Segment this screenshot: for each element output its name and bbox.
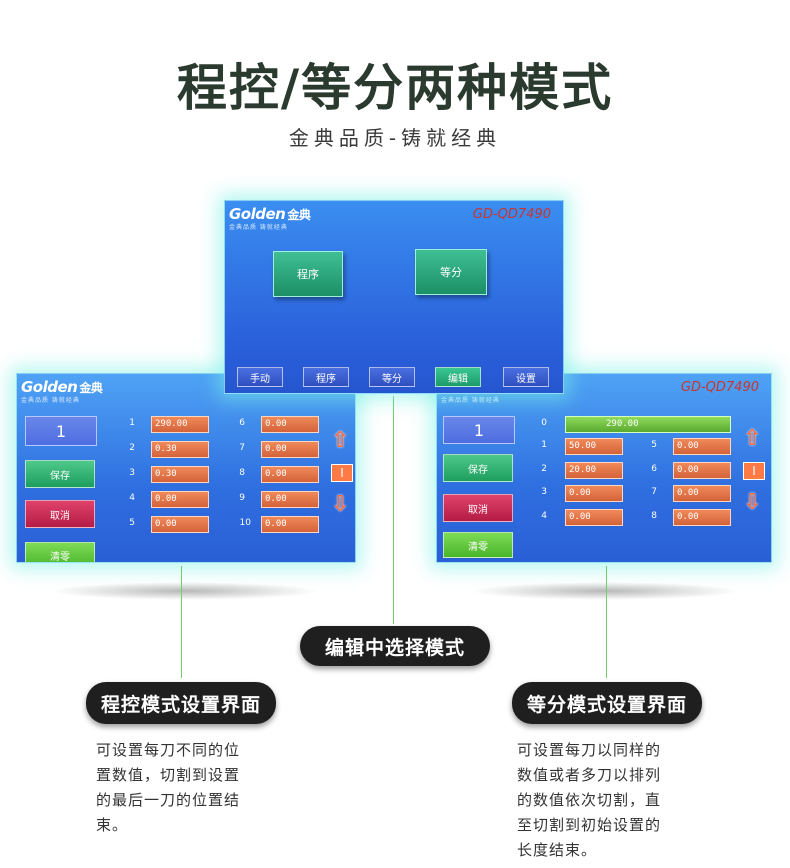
cancel-button[interactable]: 取消 — [25, 500, 95, 528]
division-field-4[interactable]: 0.00 — [565, 509, 623, 526]
clear-button[interactable]: 清零 — [25, 542, 95, 562]
position-field-4[interactable]: 0.00 — [151, 491, 209, 508]
row-label: 6 — [239, 418, 245, 428]
left-description: 可设置每刀不同的位 置数值，切割到设置 的最后一刀的位置结 束。 — [96, 741, 241, 834]
arrow-down-icon[interactable]: ⇩ — [743, 490, 762, 515]
division-field-2[interactable]: 20.00 — [565, 462, 623, 479]
arrow-up-icon[interactable]: ⇧ — [743, 426, 762, 451]
page-subtitle: 金典品质-铸就经典 — [288, 126, 502, 150]
toolbar-manual-button[interactable]: 手动 — [237, 367, 283, 387]
row-label: 1 — [129, 418, 135, 428]
row-label: 6 — [651, 464, 657, 474]
cursor-i-button[interactable]: I — [743, 462, 765, 480]
toolbar-program-button[interactable]: 程序 — [303, 367, 349, 387]
position-field-10[interactable]: 0.00 — [261, 516, 319, 533]
row-label: 9 — [239, 493, 245, 503]
division-field-8[interactable]: 0.00 — [673, 509, 731, 526]
position-field-1[interactable]: 290.00 — [151, 416, 209, 433]
left-callout-title: 程控模式设置界面 — [86, 682, 276, 724]
cancel-button[interactable]: 取消 — [443, 494, 513, 522]
save-button[interactable]: 保存 — [25, 460, 95, 488]
position-field-2[interactable]: 0.30 — [151, 441, 209, 458]
row-label: 5 — [651, 440, 657, 450]
save-button[interactable]: 保存 — [443, 454, 513, 482]
division-field-5[interactable]: 0.00 — [673, 438, 731, 455]
row-label: 4 — [541, 511, 547, 521]
row-label: 1 — [541, 440, 547, 450]
row-label: 3 — [129, 468, 135, 478]
page-title: 程控/等分两种模式 — [176, 59, 614, 117]
division-field-7[interactable]: 0.00 — [673, 485, 731, 502]
right-screen-shadow — [470, 582, 740, 600]
row-label: 2 — [129, 443, 135, 453]
clear-button[interactable]: 清零 — [443, 532, 513, 558]
position-field-3[interactable]: 0.30 — [151, 466, 209, 483]
left-connector — [181, 566, 182, 678]
toolbar-equal-button[interactable]: 等分 — [369, 367, 415, 387]
equal-mode-button[interactable]: 等分 — [415, 249, 487, 295]
center-callout: 编辑中选择模式 — [300, 626, 490, 666]
row-label: 4 — [129, 493, 135, 503]
total-length-field[interactable]: 290.00 — [565, 416, 731, 433]
model-label: GD-QD7490 — [472, 207, 551, 222]
right-connector — [606, 566, 607, 678]
division-field-6[interactable]: 0.00 — [673, 462, 731, 479]
toolbar-settings-button[interactable]: 设置 — [503, 367, 549, 387]
knife-number-display[interactable]: 1 — [443, 416, 515, 444]
arrow-up-icon[interactable]: ⇧ — [331, 428, 350, 453]
row-label: 7 — [239, 443, 245, 453]
cursor-i-button[interactable]: I — [331, 464, 353, 482]
row-label: 0 — [541, 418, 547, 428]
knife-number-display[interactable]: 1 — [25, 416, 97, 446]
program-mode-button[interactable]: 程序 — [273, 251, 343, 297]
position-field-6[interactable]: 0.00 — [261, 416, 319, 433]
row-label: 3 — [541, 487, 547, 497]
row-label: 2 — [541, 464, 547, 474]
model-label: GD-QD7490 — [680, 380, 759, 395]
position-field-9[interactable]: 0.00 — [261, 491, 319, 508]
position-field-7[interactable]: 0.00 — [261, 441, 319, 458]
row-label: 10 — [239, 518, 251, 528]
right-callout-title: 等分模式设置界面 — [512, 682, 702, 724]
position-field-5[interactable]: 0.00 — [151, 516, 209, 533]
position-field-8[interactable]: 0.00 — [261, 466, 319, 483]
row-label: 7 — [651, 487, 657, 497]
center-connector — [393, 396, 394, 624]
row-label: 5 — [129, 518, 135, 528]
division-field-1[interactable]: 50.00 — [565, 438, 623, 455]
division-field-3[interactable]: 0.00 — [565, 485, 623, 502]
row-label: 8 — [239, 468, 245, 478]
row-label: 8 — [651, 511, 657, 521]
right-description: 可设置每刀以同样的 数值或者多刀以排列 的数值依次切割，直 至切割到初始设置的 … — [517, 741, 662, 859]
arrow-down-icon[interactable]: ⇩ — [331, 492, 350, 517]
toolbar-edit-button[interactable]: 编辑 — [435, 367, 481, 387]
left-screen-shadow — [50, 582, 320, 600]
